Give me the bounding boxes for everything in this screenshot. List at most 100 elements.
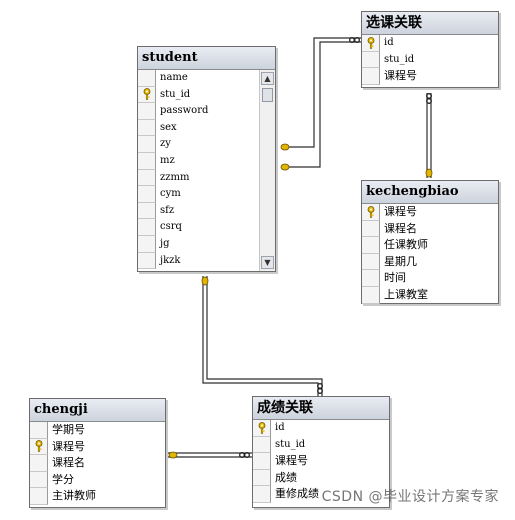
primary-key-icon — [362, 35, 380, 52]
row-selector — [253, 486, 271, 503]
column-row[interactable]: 课程号 — [253, 453, 389, 470]
row-selector — [138, 235, 156, 253]
column-row[interactable]: 星期几 — [362, 253, 498, 271]
table-chengji[interactable]: chengji 学期号课程号课程名学分主讲教师 — [29, 398, 166, 508]
column-row[interactable]: zy — [138, 136, 275, 153]
rel-line-student-chengjiguanlian-2 — [206, 276, 323, 396]
row-selector — [138, 219, 156, 236]
row-selector — [30, 455, 48, 472]
row-selector — [30, 488, 48, 505]
column-list: 课程号课程名任课教师星期几时间上课教室 — [362, 204, 498, 304]
column-row[interactable]: 重修成绩 — [253, 486, 389, 503]
column-row[interactable]: mz — [138, 152, 275, 170]
table-kechengbiao[interactable]: kechengbiao 课程号课程名任课教师星期几时间上课教室 — [361, 180, 499, 304]
row-selector — [138, 103, 156, 120]
column-name: password — [160, 105, 209, 117]
column-row[interactable]: password — [138, 103, 275, 120]
column-row[interactable]: 主讲教师 — [30, 488, 165, 505]
key-end-markers — [168, 143, 433, 459]
column-name: 主讲教师 — [52, 489, 96, 503]
column-list: 学期号课程号课程名学分主讲教师 — [30, 422, 165, 505]
row-selector — [138, 70, 156, 87]
column-name: 任课教师 — [384, 238, 428, 252]
column-row[interactable]: 学分 — [30, 471, 165, 489]
column-row[interactable]: sex — [138, 119, 275, 137]
column-row[interactable]: 课程号 — [30, 438, 165, 456]
column-row[interactable]: stu_id — [138, 86, 275, 104]
column-row[interactable]: 上课教室 — [362, 286, 498, 304]
column-row[interactable]: 课程号 — [362, 68, 498, 85]
column-row[interactable]: 课程名 — [362, 220, 498, 238]
column-name: 星期几 — [384, 254, 417, 268]
key-end-icon — [425, 168, 433, 178]
row-selector — [138, 136, 156, 153]
column-name: 学期号 — [52, 423, 85, 436]
column-name: zy — [160, 138, 171, 150]
row-selector — [138, 169, 156, 187]
column-row[interactable]: 时间 — [362, 270, 498, 287]
key-end-icon — [280, 143, 290, 151]
row-selector — [362, 286, 380, 304]
column-row[interactable]: zzmm — [138, 169, 275, 187]
column-name: 课程名 — [384, 221, 417, 235]
column-row[interactable]: jkzk — [138, 252, 275, 270]
row-selector — [362, 68, 380, 85]
rel-line-student-xuanke-2 — [289, 41, 361, 168]
column-name: 重修成绩 — [275, 487, 319, 501]
column-row[interactable]: stu_id — [362, 51, 498, 69]
scrollbar[interactable]: ▲ ▼ — [259, 70, 275, 271]
column-row[interactable]: cym — [138, 186, 275, 203]
key-end-icon — [201, 276, 209, 286]
rel-line-student-chengjiguanlian — [202, 276, 319, 396]
column-name: id — [384, 37, 394, 48]
column-name: 课程号 — [275, 454, 308, 468]
rel-line-student-xuanke — [289, 37, 361, 148]
column-name: csrq — [160, 221, 182, 233]
column-name: jg — [160, 237, 170, 249]
column-row[interactable]: csrq — [138, 219, 275, 236]
column-row[interactable]: stu_id — [253, 436, 389, 454]
row-selector — [138, 119, 156, 137]
column-name: zzmm — [160, 171, 190, 183]
primary-key-icon — [253, 420, 271, 437]
column-row[interactable]: name — [138, 70, 275, 87]
column-name: 学分 — [52, 472, 74, 486]
column-row[interactable]: jg — [138, 235, 275, 253]
table-title: student — [138, 47, 275, 70]
row-selector — [362, 51, 380, 69]
row-selector — [253, 469, 271, 487]
column-row[interactable]: 任课教师 — [362, 237, 498, 254]
column-row[interactable]: 课程号 — [362, 204, 498, 221]
table-title: 成绩关联 — [253, 397, 389, 420]
scroll-up-button[interactable]: ▲ — [261, 72, 274, 85]
column-row[interactable]: 课程名 — [30, 455, 165, 472]
column-row[interactable]: 学期号 — [30, 422, 165, 439]
row-selector — [138, 252, 156, 270]
primary-key-icon — [138, 86, 156, 104]
watermark: CSDN @毕业设计方案专家 — [321, 489, 499, 505]
column-name: 课程号 — [52, 439, 85, 453]
table-title: kechengbiao — [362, 181, 498, 204]
primary-key-icon — [30, 438, 48, 456]
row-selector — [253, 453, 271, 470]
row-selector — [253, 436, 271, 454]
row-selector — [138, 186, 156, 203]
key-end-icon — [280, 163, 290, 171]
column-name: sfz — [160, 204, 175, 216]
column-row[interactable]: sfz — [138, 202, 275, 220]
table-title: chengji — [30, 399, 165, 422]
table-title: 选课关联 — [362, 12, 498, 35]
row-selector — [362, 270, 380, 287]
scroll-thumb[interactable] — [262, 88, 273, 102]
scroll-down-button[interactable]: ▼ — [261, 256, 274, 269]
column-row[interactable]: 成绩 — [253, 469, 389, 487]
key-end-icon — [168, 451, 178, 459]
column-row[interactable]: id — [362, 35, 498, 52]
column-row[interactable]: id — [253, 420, 389, 437]
